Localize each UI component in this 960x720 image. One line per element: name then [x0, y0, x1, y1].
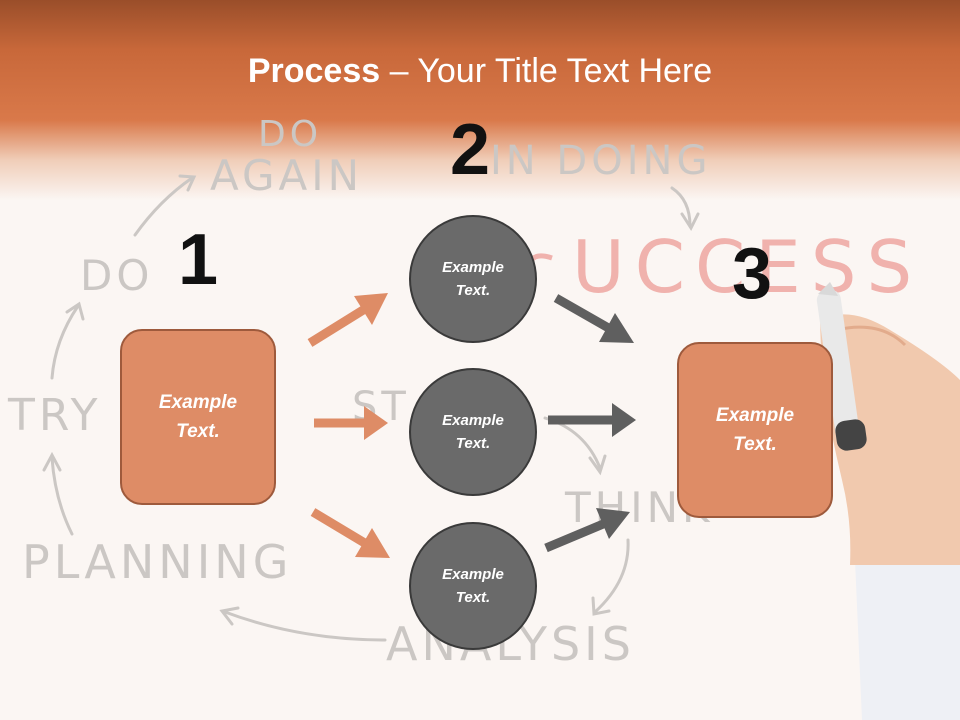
- example-circle-top[interactable]: Example Text.: [409, 215, 537, 343]
- title-rest: – Your Title Text Here: [380, 52, 713, 90]
- gray-arrow-mid: [548, 403, 636, 437]
- example-box-left-text: Example Text.: [158, 392, 238, 442]
- bg-word-planning: PLANNING: [22, 535, 292, 589]
- step-number-3: 3: [732, 234, 773, 314]
- example-box-right-text: Example Text.: [715, 405, 795, 455]
- step-number-2: 2: [450, 110, 491, 190]
- hand-illustration: [816, 282, 960, 720]
- example-circle-middle[interactable]: Example Text.: [409, 368, 537, 496]
- bg-word-do-top: DO: [258, 114, 322, 155]
- example-circle-bottom[interactable]: Example Text.: [409, 522, 537, 650]
- gray-arrow-down: [553, 294, 634, 343]
- bg-word-again: AGAIN: [210, 151, 363, 200]
- orange-arrow-mid: [314, 406, 388, 440]
- gray-arrow-up: [544, 508, 630, 553]
- example-box-right[interactable]: Example Text.: [677, 342, 833, 518]
- title-bold: Process: [247, 52, 381, 90]
- example-circle-top-text: Example Text.: [442, 259, 504, 299]
- orange-arrow-up: [307, 293, 388, 347]
- bg-word-success: UCCESS: [572, 225, 922, 309]
- header-band: [0, 0, 960, 200]
- orange-arrow-down: [310, 508, 390, 558]
- step-number-1: 1: [178, 220, 219, 300]
- example-circle-bottom-text: Example Text.: [442, 566, 504, 606]
- bg-word-try: TRY: [7, 390, 102, 441]
- bg-word-in-doing: IN DOING: [490, 138, 711, 184]
- example-box-left[interactable]: Example Text.: [120, 329, 276, 505]
- bg-word-do: DO: [80, 251, 153, 300]
- slide-title: Process – Your Title Text Here: [0, 52, 960, 91]
- example-circle-middle-text: Example Text.: [442, 412, 504, 452]
